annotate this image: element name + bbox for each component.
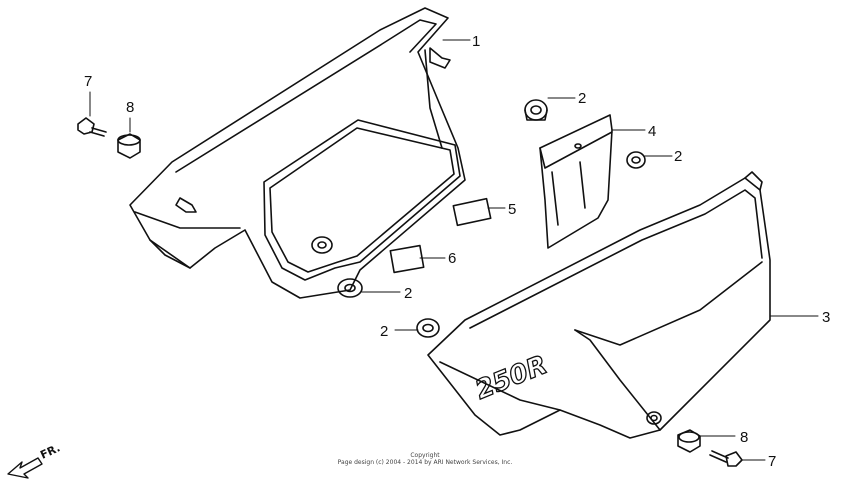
callout-7-right: 7	[768, 453, 776, 470]
bolt-part-7-left	[77, 117, 107, 137]
callout-2-upper: 2	[578, 90, 586, 107]
callout-6: 6	[448, 250, 456, 267]
bolt-part-7-right	[709, 450, 743, 467]
callout-2-lower-left: 2	[404, 285, 412, 302]
copyright-notice: Copyright Page design (c) 2004 - 2014 by…	[300, 452, 550, 466]
right-side-cover-part-3	[427, 171, 771, 439]
callouts: 1 2 4 2 5 6 2 2 3 7 8 8 7	[84, 33, 830, 470]
leader-lines	[89, 39, 819, 461]
front-label: FR.	[38, 441, 62, 461]
collar-part-8-left	[117, 133, 141, 159]
grommet-part-2-middle	[626, 151, 646, 169]
front-arrow-icon	[7, 457, 43, 479]
callout-4: 4	[648, 123, 656, 140]
tool-bag-part-4	[539, 114, 613, 249]
sticker-part-6	[389, 244, 425, 274]
callout-8-left: 8	[126, 99, 134, 116]
emblem-250r: 250R	[471, 350, 551, 406]
grommet-part-2-lower-left	[337, 278, 363, 298]
collar-part-8-right	[677, 429, 701, 453]
callout-1: 1	[472, 33, 480, 50]
sticker-part-5	[452, 197, 492, 227]
callout-5: 5	[508, 201, 516, 218]
callout-8-right: 8	[740, 429, 748, 446]
callout-2-lower-right: 2	[380, 323, 388, 340]
callout-2-middle: 2	[674, 148, 682, 165]
callout-7-left: 7	[84, 73, 92, 90]
front-direction-indicator: FR.	[7, 441, 62, 479]
grommet-part-2-lower-right	[416, 318, 440, 338]
copyright-text: Page design (c) 2004 - 2014 by ARI Netwo…	[337, 459, 513, 466]
grommet-part-2-upper	[524, 99, 548, 121]
left-side-cover-part-1	[129, 7, 466, 299]
copyright-title: Copyright	[410, 452, 440, 459]
callout-3: 3	[822, 309, 830, 326]
